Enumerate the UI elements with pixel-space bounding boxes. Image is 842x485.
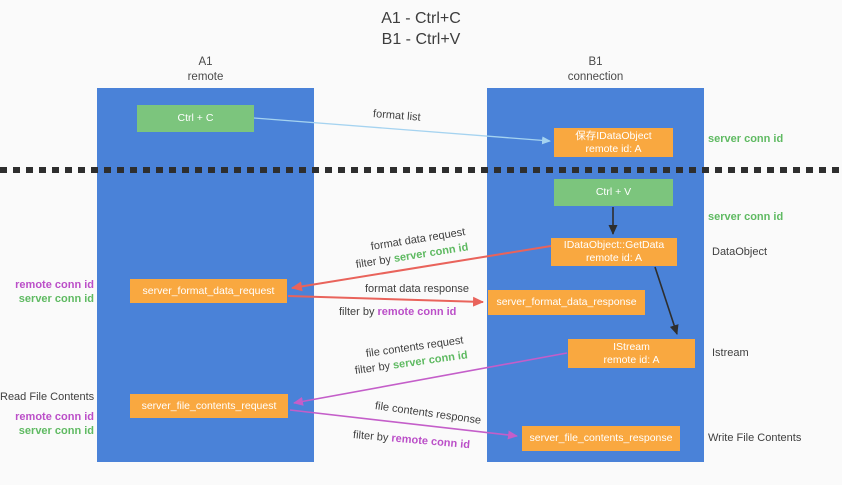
node-server-format-data-request: server_format_data_request xyxy=(130,279,287,303)
dashed-divider xyxy=(0,167,842,173)
side-label-server-conn-id-top: server conn id xyxy=(708,133,784,145)
title-line-1: A1 - Ctrl+C xyxy=(381,10,461,27)
side-label-server-conn-id-mid: server conn id xyxy=(708,211,784,223)
side-label-remote-conn-id-1: remote conn id xyxy=(15,279,94,291)
side-label-server-conn-id-1: server conn id xyxy=(18,293,94,305)
label-file-contents-response: file contents response xyxy=(374,400,482,427)
side-label-write-file-contents: Write File Contents xyxy=(708,432,802,444)
node-save-dataobject: 保存IDataObject remote id: A xyxy=(554,128,673,157)
filter-by-text: filter by xyxy=(354,360,391,377)
column-b1-name: B1 xyxy=(588,56,603,68)
node-istream-line1: IStream xyxy=(613,340,650,353)
column-b1-subtitle: connection xyxy=(567,71,624,83)
node-format-response-label: server_format_data_response xyxy=(496,296,637,308)
node-save-dataobject-line1: 保存IDataObject xyxy=(575,129,652,142)
arrow-format-data-response xyxy=(287,295,484,307)
node-server-file-contents-response: server_file_contents_response xyxy=(522,426,680,451)
node-format-request-label: server_format_data_request xyxy=(142,284,275,297)
node-file-request-label: server_file_contents_request xyxy=(141,399,277,412)
side-label-istream: Istream xyxy=(712,347,749,359)
node-save-dataobject-line2: remote id: A xyxy=(585,142,642,155)
node-file-response-label: server_file_contents_response xyxy=(529,432,673,444)
column-header-b1: B1 connection xyxy=(487,55,704,85)
filter-by-text: filter by xyxy=(339,306,375,318)
label-filter-by-remote-conn-id-2: filter by remote conn id xyxy=(352,429,471,452)
side-label-server-conn-id-2: server conn id xyxy=(18,425,94,437)
node-getdata-line2: remote id: A xyxy=(585,252,643,264)
remote-conn-id-text: remote conn id xyxy=(377,306,457,318)
label-format-data-response: format data response xyxy=(365,283,469,295)
side-label-remote-conn-id-2: remote conn id xyxy=(15,411,94,423)
node-istream: IStream remote id: A xyxy=(568,339,695,368)
column-a1-name: A1 xyxy=(198,56,213,68)
node-ctrl-c-label: Ctrl + C xyxy=(177,112,214,124)
side-label-read-file-contents: Read File Contents xyxy=(0,391,95,403)
title-line-2: B1 - Ctrl+V xyxy=(381,31,461,48)
node-server-file-contents-request: server_file_contents_request xyxy=(130,394,288,418)
node-ctrl-c: Ctrl + C xyxy=(137,105,254,132)
diagram-title: A1 - Ctrl+C B1 - Ctrl+V xyxy=(0,8,842,50)
column-header-a1: A1 remote xyxy=(97,55,314,85)
node-ctrl-v: Ctrl + V xyxy=(554,179,673,206)
side-label-dataobject: DataObject xyxy=(712,246,768,258)
node-istream-line2: remote id: A xyxy=(603,353,660,366)
node-server-format-data-response: server_format_data_response xyxy=(488,290,645,315)
node-ctrl-v-label: Ctrl + V xyxy=(595,186,632,198)
node-getdata-line1: IDataObject::GetData xyxy=(563,239,665,251)
remote-conn-id-text: remote conn id xyxy=(390,432,471,452)
label-format-list: format list xyxy=(372,108,422,124)
filter-by-text: filter by xyxy=(352,429,389,445)
label-filter-by-remote-conn-id-1: filter by remote conn id xyxy=(339,306,456,319)
column-a1-subtitle: remote xyxy=(187,71,224,83)
filter-by-text: filter by xyxy=(354,253,392,271)
node-idataobject-getdata: IDataObject::GetData remote id: A xyxy=(551,238,677,266)
